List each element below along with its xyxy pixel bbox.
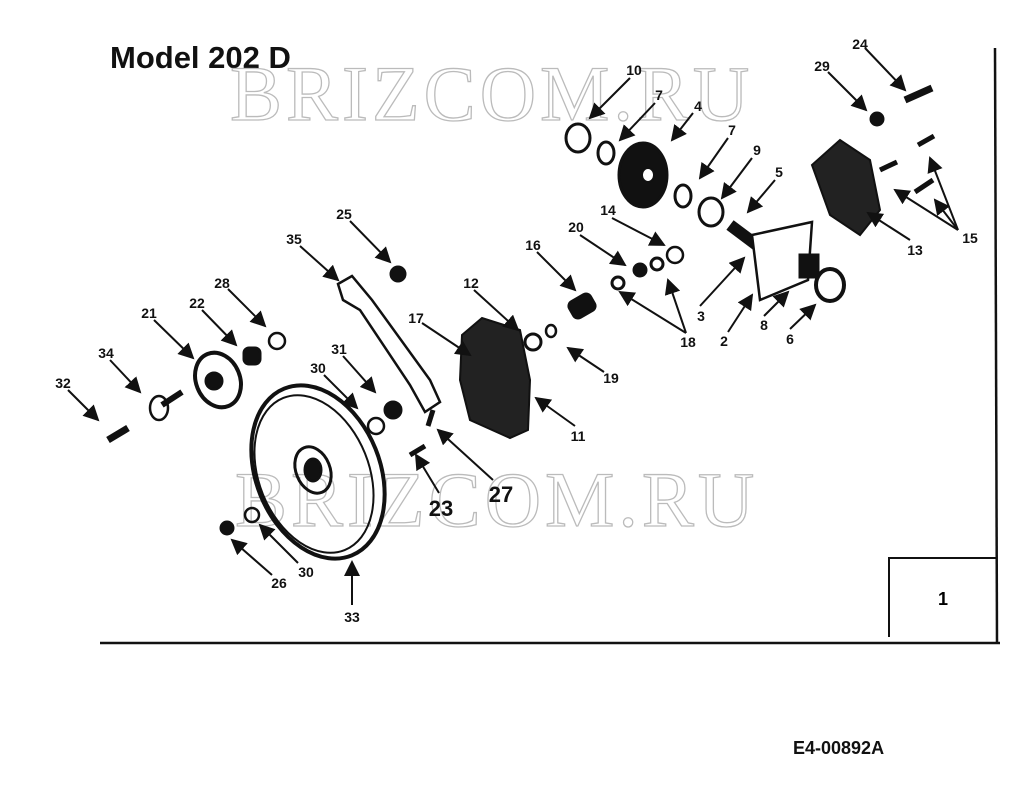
idler-pulley-21 <box>193 350 243 410</box>
washer-19 <box>544 323 558 339</box>
washer-18b <box>649 256 665 272</box>
bushing-12 <box>523 332 543 352</box>
callout-24: 24 <box>852 36 868 52</box>
cover-13 <box>810 138 882 237</box>
screw-15a <box>916 133 936 148</box>
diagram-title: Model 202 D <box>110 40 291 75</box>
washer-7 <box>596 140 616 166</box>
pulley-33-rim <box>253 394 375 554</box>
gear-8 <box>798 253 820 279</box>
gear-4-bore <box>641 167 655 183</box>
callout-30b: 30 <box>298 564 314 580</box>
callout-17: 17 <box>408 310 424 326</box>
page-number-box: 1 <box>888 557 996 637</box>
callout-32: 32 <box>55 375 71 391</box>
leader-arrows <box>67 47 959 605</box>
callout-22: 22 <box>189 295 205 311</box>
callout-7b: 7 <box>728 122 736 138</box>
callout-6: 6 <box>786 331 794 347</box>
idler-pulley-21-hub <box>204 371 224 391</box>
callout-9: 9 <box>753 142 761 158</box>
callout-26: 26 <box>271 575 287 591</box>
washer-30b <box>243 506 261 524</box>
callout-30: 30 <box>310 360 326 376</box>
bushing-9 <box>697 196 725 228</box>
callout-labels: 10 7 4 7 9 5 14 20 16 12 17 19 18 3 2 8 … <box>55 36 978 625</box>
callout-20: 20 <box>568 219 584 235</box>
bolt-34-head <box>148 394 170 422</box>
screw-23 <box>408 443 427 458</box>
nut-29 <box>869 111 885 127</box>
callout-3: 3 <box>697 308 705 324</box>
callout-7: 7 <box>655 87 663 103</box>
screw-15c <box>913 177 935 195</box>
spring-27 <box>425 409 436 427</box>
callout-31: 31 <box>331 341 347 357</box>
nut-25 <box>389 265 407 283</box>
callout-34: 34 <box>98 345 114 361</box>
bolt-32 <box>106 424 130 444</box>
bolt-34-shank <box>160 389 184 408</box>
washer-7b <box>673 183 693 209</box>
callout-28: 28 <box>214 275 230 291</box>
callout-27: 27 <box>489 482 513 507</box>
spacer-22 <box>242 346 262 366</box>
callout-8: 8 <box>760 317 768 333</box>
housing-11 <box>458 316 532 440</box>
callout-4: 4 <box>694 98 702 114</box>
nut-31 <box>383 400 403 420</box>
plate-3 <box>750 220 814 302</box>
pulley-33-hub <box>293 445 333 495</box>
watermark-top: BRIZCOM.RU <box>230 50 753 137</box>
washer-30 <box>366 416 386 436</box>
worm-16 <box>567 292 597 320</box>
parts <box>106 84 936 561</box>
nut-26 <box>219 520 235 536</box>
pulley-33 <box>249 383 387 561</box>
page-number: 1 <box>937 589 948 609</box>
pulley-33-bore <box>303 457 323 483</box>
callout-23: 23 <box>429 496 453 521</box>
callout-2: 2 <box>720 333 728 349</box>
nut-14 <box>665 245 685 265</box>
callout-29: 29 <box>814 58 830 74</box>
washer-18 <box>610 275 626 291</box>
callout-18: 18 <box>680 334 696 350</box>
sprocket-6 <box>814 267 846 303</box>
callout-33: 33 <box>344 609 360 625</box>
screw-15b <box>878 159 899 173</box>
callout-13: 13 <box>907 242 923 258</box>
callout-15: 15 <box>962 230 978 246</box>
washer-20 <box>632 262 648 278</box>
callout-25: 25 <box>336 206 352 222</box>
callout-16: 16 <box>525 237 541 253</box>
callout-14: 14 <box>600 202 616 218</box>
callout-5: 5 <box>775 164 783 180</box>
callout-10: 10 <box>626 62 642 78</box>
drawing-code: E4-00892A <box>793 738 885 758</box>
callout-12: 12 <box>463 275 479 291</box>
idler-arm-35 <box>336 274 442 414</box>
callout-19: 19 <box>603 370 619 386</box>
pin-24 <box>903 84 934 104</box>
frame-right-line <box>993 47 999 644</box>
callout-11: 11 <box>571 428 586 444</box>
washer-28 <box>267 331 287 351</box>
callout-35: 35 <box>286 231 302 247</box>
callout-21: 21 <box>141 305 157 321</box>
bushing-10 <box>564 122 592 154</box>
